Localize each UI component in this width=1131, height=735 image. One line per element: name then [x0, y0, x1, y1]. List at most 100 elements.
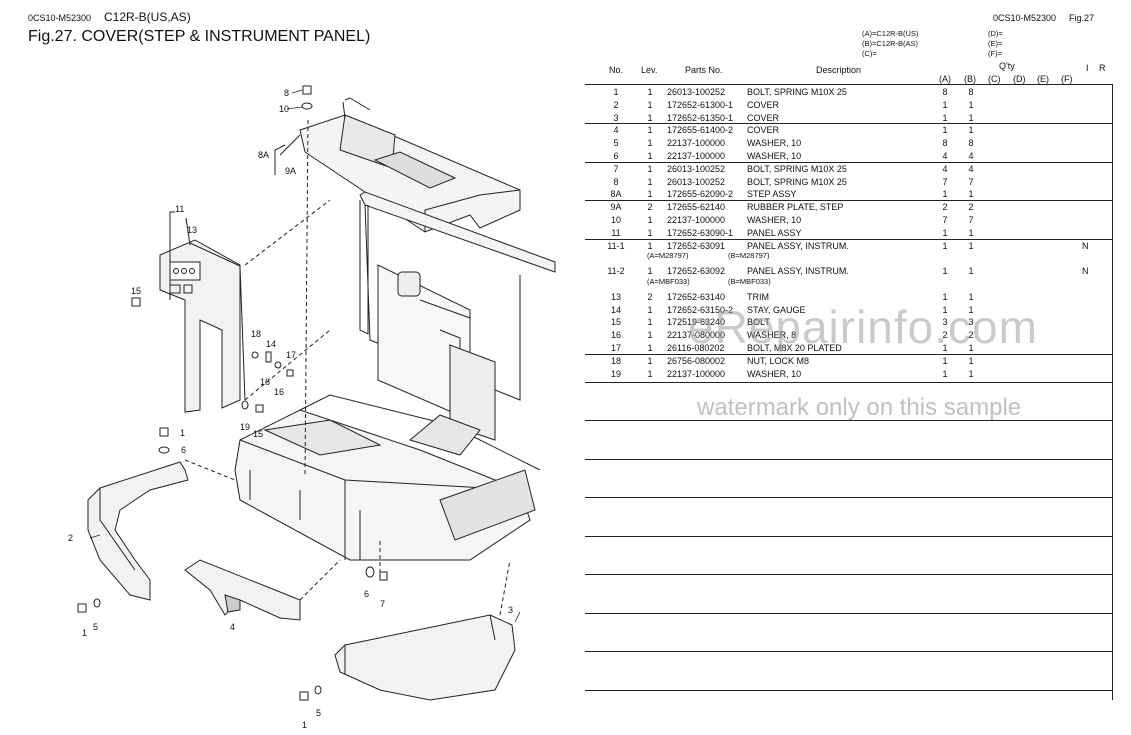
table-cell-part: 172652-63092	[667, 266, 726, 277]
table-cell-no: 19	[610, 368, 621, 379]
table-cell-lev: 1	[647, 87, 653, 97]
table-cell-no: 6	[613, 151, 619, 161]
callout-label: 8A	[258, 150, 269, 160]
table-cell-a: 3	[942, 317, 948, 328]
subnote-a: (A=MBF033)	[647, 277, 690, 286]
table-cell-desc: BOLT, M8X 20 PLATED	[747, 343, 842, 353]
table-cell-a: 8	[942, 138, 948, 149]
table-cell-a: 1	[942, 189, 948, 200]
table-cell-part: 172652-63091	[667, 240, 726, 251]
exploded-parts-drawing: 8 10 8A 9A 11 13 15 18 14 16 17 16 19 15…	[68, 85, 556, 730]
callout-label: 1	[302, 720, 307, 730]
table-cell-no: 11	[611, 227, 621, 238]
legend-d: (D)=	[988, 29, 1003, 38]
table-cell-i: N	[1082, 240, 1089, 251]
table-cell-part: 172652-61350-1	[667, 112, 734, 123]
table-cell-b: 1	[968, 125, 974, 136]
table-cell-lev: 1	[647, 368, 653, 379]
legend-f: (F)=	[988, 49, 1002, 58]
subnote-b: (B=MBF033)	[728, 277, 771, 286]
table-cell-no: 2	[613, 99, 619, 110]
table-cell-no: 11-1	[607, 240, 625, 251]
table-cell-lev: 1	[647, 227, 653, 238]
table-cell-a: 4	[942, 151, 948, 161]
table-cell-b: 4	[968, 163, 974, 174]
table-cell-part: 172652-63150-2	[667, 304, 734, 315]
table-cell-desc: PANEL ASSY, INSTRUM.	[747, 240, 849, 251]
table-cell-part: 26013-100252	[667, 87, 726, 97]
watermark-sample: watermark only on this sample	[697, 394, 1022, 421]
parts-table: No. Lev. Parts No. Description Q'ty (A) …	[585, 60, 1113, 700]
table-cell-lev: 1	[647, 112, 653, 123]
table-cell-b: 1	[968, 291, 974, 302]
table-cell-lev: 2	[647, 291, 653, 302]
table-cell-a: 1	[942, 125, 948, 136]
table-cell-desc: WASHER, 10	[747, 151, 802, 161]
table-cell-lev: 1	[647, 215, 653, 225]
table-cell-no: 9A	[610, 202, 622, 213]
table-cell-lev: 1	[647, 99, 653, 110]
legend-c: (C)=	[862, 49, 877, 58]
table-cell-a: 1	[942, 112, 948, 123]
table-cell-b: 3	[968, 317, 974, 328]
table-cell-b: 1	[968, 343, 974, 353]
table-cell-lev: 1	[647, 125, 653, 136]
table-cell-desc: BOLT, SPRING M10X 25	[747, 163, 847, 174]
callout-label: 4	[230, 622, 235, 632]
document-code-right: 0CS10-M52300	[993, 13, 1057, 23]
table-cell-desc: COVER	[747, 112, 780, 123]
document-code-left: 0CS10-M52300	[28, 13, 92, 23]
col-header-no: No.	[609, 65, 624, 75]
table-cell-part: 22137-100000	[667, 215, 726, 225]
table-cell-b: 1	[968, 189, 974, 200]
col-header-e: (E)	[1037, 74, 1049, 84]
callout-label: 18	[251, 329, 261, 339]
table-cell-part: 26756-080002	[667, 355, 726, 366]
table-cell-lev: 1	[647, 163, 653, 174]
table-cell-b: 7	[968, 215, 974, 225]
table-cell-part: 26013-100252	[667, 176, 726, 187]
callout-label: 8	[284, 88, 289, 98]
subnote-b: (B=M28797)	[728, 251, 770, 261]
table-cell-a: 4	[942, 163, 948, 174]
callout-label: 16	[274, 387, 284, 397]
table-cell-a: 1	[942, 368, 948, 379]
table-cell-desc: STAY, GAUGE	[747, 304, 806, 315]
table-cell-no: 13	[610, 291, 621, 302]
table-cell-b: 1	[968, 266, 974, 277]
table-cell-lev: 1	[647, 304, 653, 315]
table-cell-lev: 1	[647, 138, 653, 149]
table-cell-a: 1	[942, 304, 948, 315]
callout-label: 1	[82, 628, 87, 638]
watermark: eRepairinfo.com	[688, 301, 1038, 353]
model-legend-2: (D)= (E)= (F)=	[988, 29, 1003, 59]
table-cell-a: 7	[942, 176, 948, 187]
callout-label: 6	[181, 445, 186, 455]
table-cell-desc: RUBBER PLATE, STEP	[747, 202, 844, 213]
table-cell-b: 4	[968, 151, 974, 161]
table-cell-lev: 1	[647, 343, 653, 353]
table-cell-b: 1	[968, 355, 974, 366]
table-cell-lev: 1	[647, 151, 653, 161]
page-title: Fig.27. COVER(STEP & INSTRUMENT PANEL)	[28, 28, 371, 45]
col-header-c: (C)	[988, 74, 1001, 84]
col-header-parts: Parts No.	[685, 65, 723, 75]
table-cell-part: 26013-100252	[667, 163, 726, 174]
table-cell-part: 22137-100000	[667, 138, 726, 149]
col-header-desc: Description	[816, 65, 862, 75]
table-cell-a: 1	[942, 291, 948, 302]
table-cell-b: 1	[968, 240, 974, 251]
callout-label: 5	[93, 622, 98, 632]
callout-label: 9A	[285, 166, 296, 176]
table-cell-desc: WASHER, 10	[747, 215, 802, 225]
table-cell-no: 7	[613, 163, 619, 174]
